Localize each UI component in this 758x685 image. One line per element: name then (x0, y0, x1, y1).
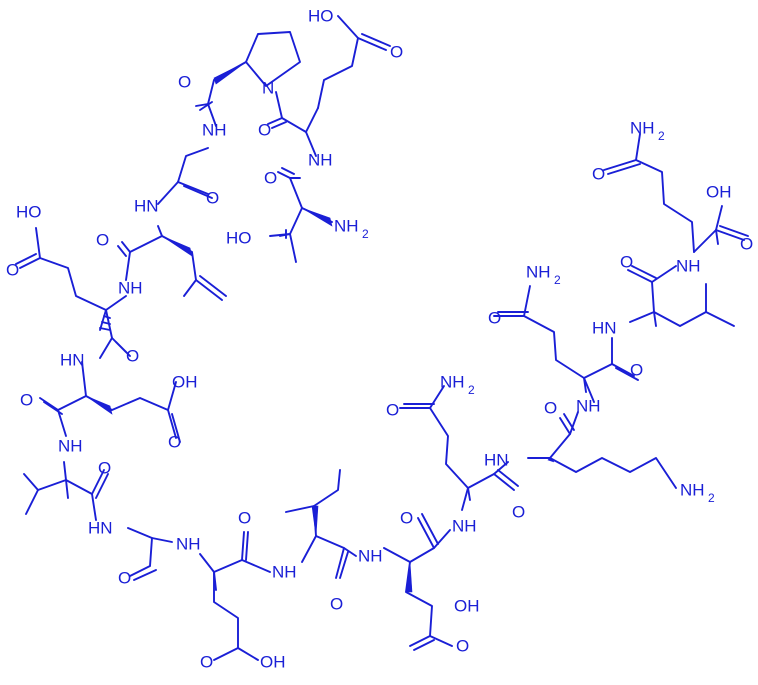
atom-label: NH (526, 263, 551, 282)
atom-label: OH (706, 183, 732, 202)
atom-label: O (264, 169, 277, 188)
atom-label: NH (272, 563, 297, 582)
atom-label: 2 (658, 129, 665, 143)
atom-label: O (330, 595, 343, 614)
atom-label: 2 (468, 383, 475, 397)
atom-label: O (98, 459, 111, 478)
atom-label: HN (134, 197, 159, 216)
atom-label: O (96, 231, 109, 250)
atom-label: OH (172, 373, 198, 392)
atom-label: O (512, 503, 525, 522)
atom-label: O (390, 43, 403, 62)
atom-label: O (386, 401, 399, 420)
atom-label: NH (308, 151, 333, 170)
atom-label: NH (440, 373, 465, 392)
atom-label: NH (358, 547, 383, 566)
atom-label: O (488, 309, 501, 328)
atom-label: O (238, 509, 251, 528)
atom-label: 2 (554, 273, 561, 287)
atom-label: NH (630, 119, 655, 138)
double-bond-layer (15, 33, 749, 651)
atom-label: NH (576, 397, 601, 416)
atom-label: O (592, 165, 605, 184)
atom-label: O (178, 73, 191, 92)
atom-label: NH (680, 481, 705, 500)
atom-label: O (258, 121, 271, 140)
atom-label: NH (176, 535, 201, 554)
atom-label: HN (484, 451, 509, 470)
atom-label: O (630, 361, 643, 380)
atom-label: NH (118, 279, 143, 298)
atom-label: N (262, 79, 274, 98)
atom-label: HO (308, 7, 334, 26)
atom-label: HO (16, 203, 42, 222)
atom-label: HN (60, 351, 85, 370)
atom-label: O (740, 235, 753, 254)
atom-label: O (6, 261, 19, 280)
atom-label: NH (334, 217, 359, 236)
atom-label: O (400, 509, 413, 528)
atom-label: O (200, 653, 213, 672)
atom-label: O (126, 347, 139, 366)
atom-label: O (118, 569, 131, 588)
atom-label: 2 (362, 227, 369, 241)
atom-label: HO (226, 229, 252, 248)
atom-label: NH (58, 437, 83, 456)
atom-label: O (456, 637, 469, 656)
atom-label: O (168, 433, 181, 452)
atom-label: NH (202, 121, 227, 140)
atom-label: 2 (708, 491, 715, 505)
atom-label: O (620, 253, 633, 272)
stereo-layer (65, 61, 719, 593)
atom-label: O (20, 391, 33, 410)
atom-label: O (206, 189, 219, 208)
atom-label: OH (454, 597, 480, 616)
atom-label: OH (260, 653, 286, 672)
atom-label: NH (452, 517, 477, 536)
atom-label: O (544, 399, 557, 418)
atom-label: HN (592, 319, 617, 338)
atom-label: NH (676, 257, 701, 276)
atom-label: HN (88, 519, 113, 538)
atom-labels: HO O N O O NH O HO NH 2 NH O HN O HO O N… (6, 7, 753, 672)
